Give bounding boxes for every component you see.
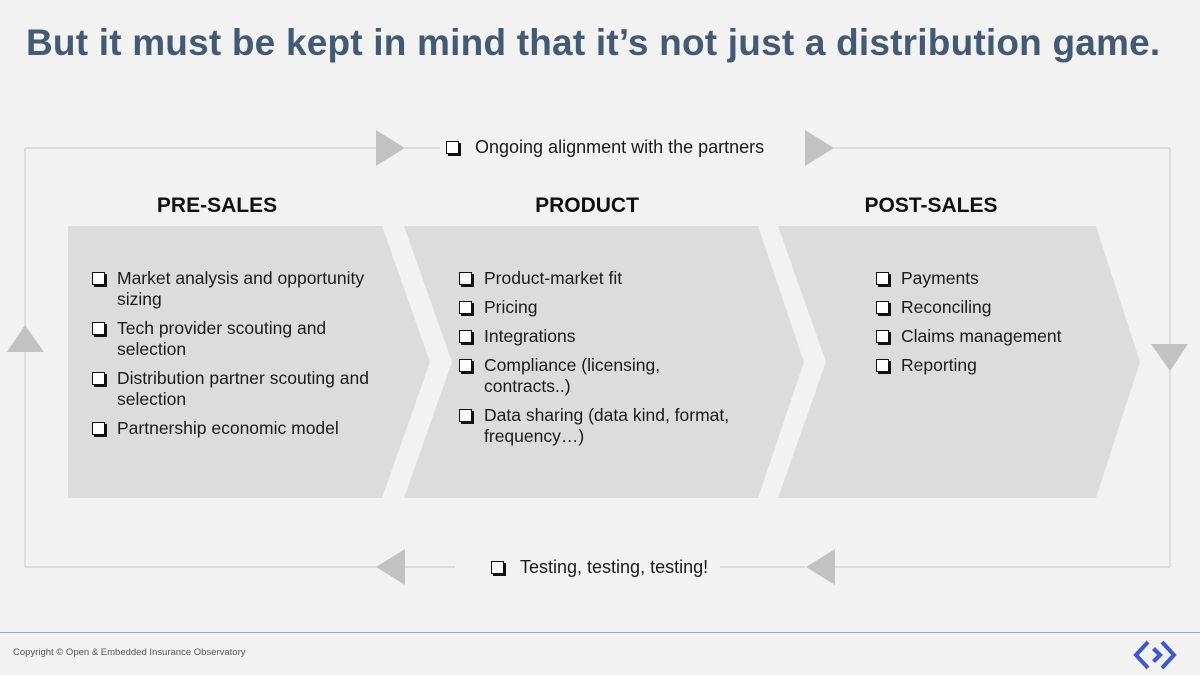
loop-bottom-label: Testing, testing, testing! (491, 557, 708, 578)
checkbox-icon (876, 301, 889, 314)
heading-pre-sales: PRE-SALES (156, 194, 278, 217)
list-item: Pricing (457, 297, 747, 318)
checkbox-icon (446, 141, 459, 154)
diamond-logo-icon (1133, 640, 1177, 670)
loop-top-label: Ongoing alignment with the partners (446, 137, 764, 158)
list-item: Claims management (874, 326, 1104, 347)
list-item: Reporting (874, 355, 1104, 376)
list-item-text: Tech provider scouting and selection (117, 318, 327, 359)
list-item-text: Product-market fit (484, 268, 623, 288)
chevron-group (68, 226, 1140, 498)
list-item-text: Reporting (901, 355, 977, 375)
list-item-text: Compliance (licensing, contracts..) (484, 355, 661, 396)
chevron-pre-sales (68, 226, 430, 498)
checkbox-icon (876, 330, 889, 343)
product-list: Product-market fit Pricing Integrations … (457, 268, 747, 455)
checkbox-icon (459, 301, 472, 314)
triangle-arrow-icon-right (1151, 344, 1188, 371)
list-item: Data sharing (data kind, format, frequen… (457, 405, 747, 447)
list-item: Reconciling (874, 297, 1104, 318)
checkbox-icon (459, 272, 472, 285)
footer-divider (0, 632, 1200, 633)
heading-post-sales: POST-SALES (864, 194, 998, 217)
checkbox-icon (92, 372, 105, 385)
pre-sales-list: Market analysis and opportunity sizing T… (90, 268, 390, 447)
loop-top-label-text: Ongoing alignment with the partners (475, 137, 765, 157)
list-item-text: Market analysis and opportunity sizing (117, 268, 365, 309)
heading-product: PRODUCT (535, 194, 639, 217)
list-item: Distribution partner scouting and select… (90, 368, 390, 410)
checkbox-icon (459, 330, 472, 343)
checkbox-icon (876, 359, 889, 372)
chevron-product (404, 226, 804, 498)
triangle-arrow-icon-top-2 (805, 130, 834, 166)
checkbox-icon (92, 272, 105, 285)
list-item-text: Reconciling (901, 297, 992, 317)
list-item: Compliance (licensing, contracts..) (457, 355, 747, 397)
page-title: But it must be kept in mind that it’s no… (26, 22, 1161, 63)
checkbox-icon (876, 272, 889, 285)
checkbox-icon (491, 561, 504, 574)
list-item-text: Partnership economic model (117, 418, 339, 438)
triangle-arrow-icon-top-1 (376, 130, 405, 166)
list-item: Tech provider scouting and selection (90, 318, 390, 360)
checkbox-icon (92, 322, 105, 335)
chevron-post-sales (778, 226, 1140, 498)
checkbox-icon (459, 359, 472, 372)
list-item: Product-market fit (457, 268, 747, 289)
triangle-arrow-icon-bottom-1 (806, 549, 835, 585)
copyright-text: Copyright © Open & Embedded Insurance Ob… (13, 647, 246, 658)
list-item: Integrations (457, 326, 747, 347)
list-item-text: Payments (901, 268, 979, 288)
triangle-arrow-icon-bottom-2 (376, 549, 405, 585)
loop-bottom-label-text: Testing, testing, testing! (520, 557, 709, 577)
list-item-text: Data sharing (data kind, format, frequen… (484, 405, 730, 446)
list-item-text: Pricing (484, 297, 538, 317)
list-item: Partnership economic model (90, 418, 390, 439)
list-item-text: Distribution partner scouting and select… (117, 368, 369, 409)
list-item: Market analysis and opportunity sizing (90, 268, 390, 310)
checkbox-icon (92, 422, 105, 435)
post-sales-list: Payments Reconciling Claims management R… (874, 268, 1104, 384)
loop-arrows (7, 130, 1188, 585)
checkbox-icon (459, 409, 472, 422)
list-item: Payments (874, 268, 1104, 289)
list-item-text: Integrations (484, 326, 576, 346)
triangle-arrow-icon-left (7, 325, 44, 352)
list-item-text: Claims management (901, 326, 1062, 346)
